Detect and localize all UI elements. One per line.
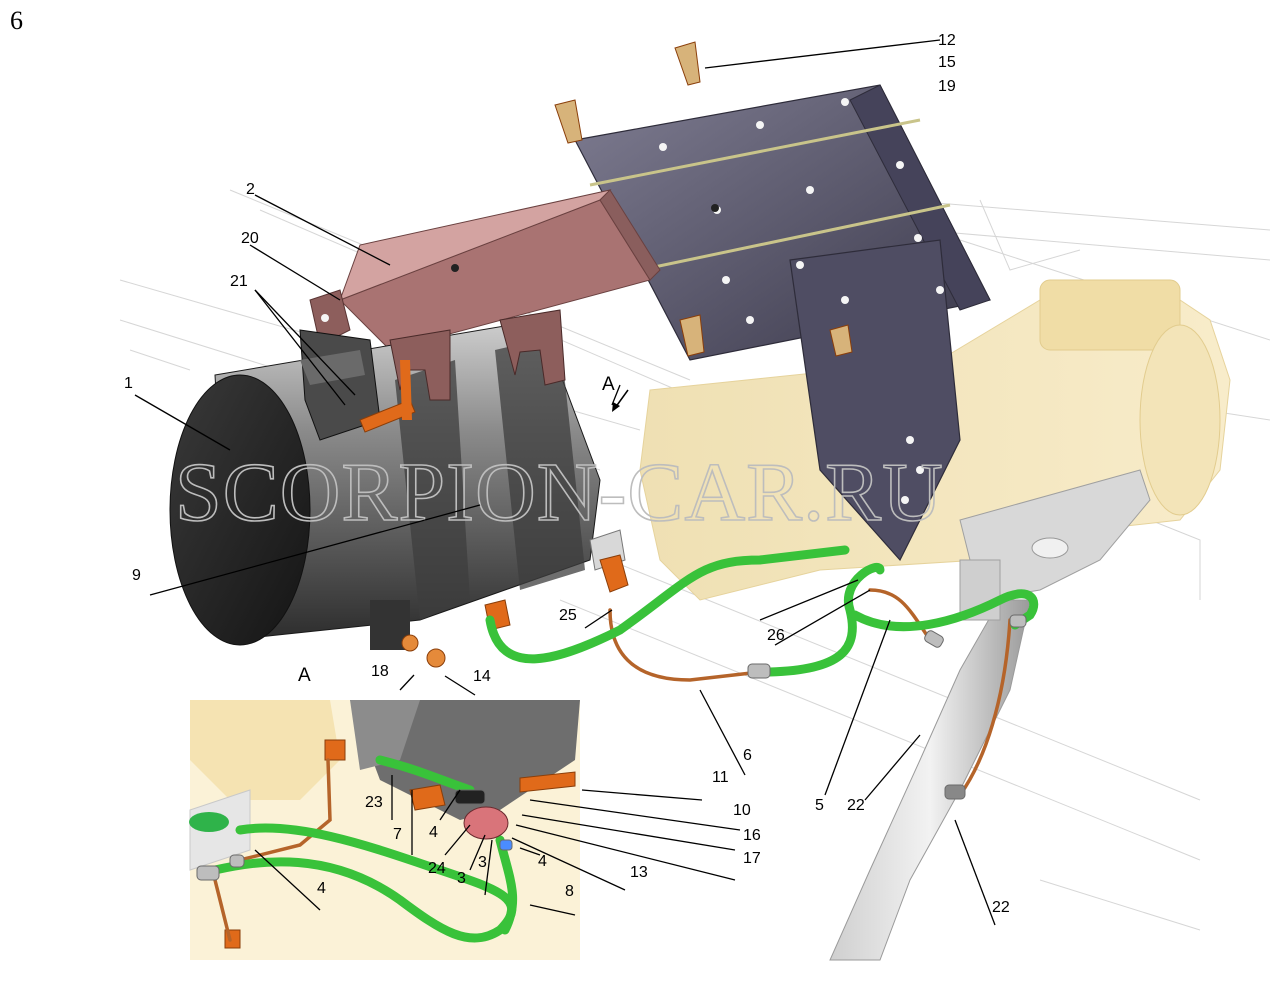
label-1: 1	[124, 375, 133, 392]
label-9: 9	[132, 567, 141, 584]
label-25: 25	[559, 607, 577, 624]
leader-lines	[134, 39, 996, 926]
bracket-arm	[309, 189, 719, 351]
label-24: 24	[428, 860, 446, 877]
label-15: 15	[938, 54, 956, 71]
label-4b: 4	[538, 853, 547, 870]
label-26: 26	[767, 627, 785, 644]
label-20: 20	[241, 230, 259, 247]
label-6: 6	[743, 747, 752, 764]
fuel-tank	[169, 309, 626, 650]
label-4a: 4	[429, 824, 438, 841]
label-18: 18	[371, 663, 389, 680]
label-14: 14	[473, 668, 491, 685]
label-7: 7	[393, 826, 402, 843]
label-21: 21	[230, 273, 248, 290]
page-number: 6	[10, 6, 23, 35]
label-23: 23	[365, 794, 383, 811]
label-8: 8	[565, 883, 574, 900]
label-22b: 22	[992, 899, 1010, 916]
callout-labels: 12 15 19 2 20 21 1 A 9 25 26 A 18 14 6 1…	[124, 32, 1010, 916]
label-22a: 22	[847, 797, 865, 814]
label-3a: 3	[457, 870, 466, 887]
view-letter-main: A	[602, 374, 615, 395]
fittings	[224, 41, 853, 949]
coolant-hoses	[210, 545, 1039, 943]
label-10: 10	[733, 802, 751, 819]
label-13: 13	[630, 864, 648, 881]
orange-wing-fittings	[400, 360, 412, 420]
hose-clamps	[196, 614, 1027, 881]
mounting-plate	[574, 84, 991, 562]
label-11: 11	[712, 769, 729, 786]
view-letter-inset: A	[298, 665, 311, 686]
label-16: 16	[743, 827, 761, 844]
label-2: 2	[246, 181, 255, 198]
watermark-text: SCORPION-CAR.RU	[175, 446, 944, 539]
label-17: 17	[743, 850, 761, 867]
label-3b: 3	[478, 854, 487, 871]
label-5: 5	[815, 797, 824, 814]
exhaust-pipe	[829, 469, 1151, 961]
view-arrow	[612, 389, 629, 412]
label-4c: 4	[317, 880, 326, 897]
label-19: 19	[938, 78, 956, 95]
label-12: 12	[938, 32, 956, 49]
